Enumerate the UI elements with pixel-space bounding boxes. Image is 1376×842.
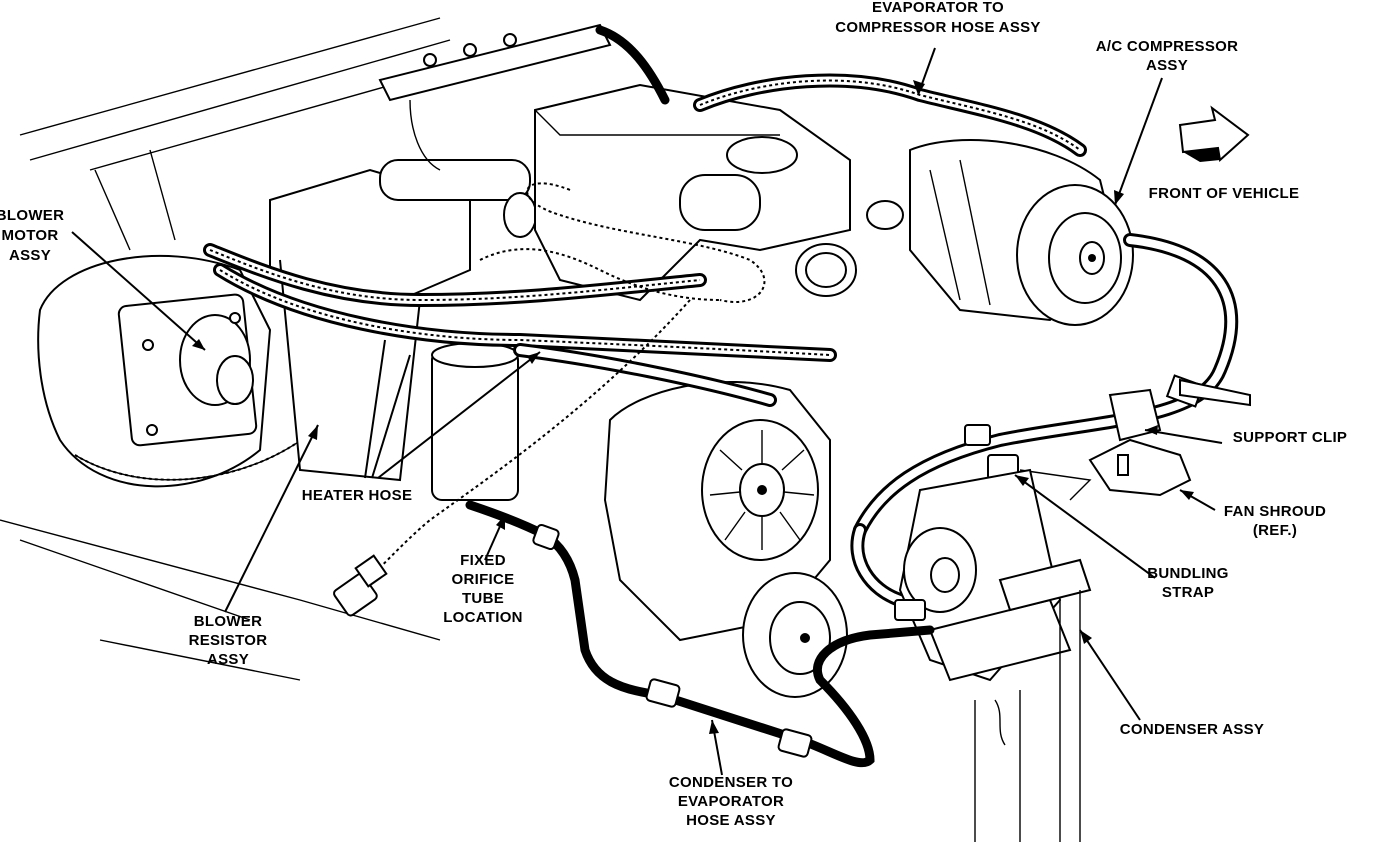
condenser-assy: [898, 468, 1092, 842]
label-blower-resistor-line1: BLOWER: [194, 613, 262, 630]
label-bundling-strap-line2: STRAP: [1162, 584, 1214, 601]
wire-harness: [333, 299, 691, 617]
label-fixed-orifice-line3: TUBE: [462, 590, 504, 607]
lower-pulley: [742, 572, 848, 698]
label-blower-motor-line3: ASSY: [9, 247, 51, 264]
label-fixed-orifice-line1: FIXED: [460, 552, 506, 569]
label-front-of-vehicle: FRONT OF VEHICLE: [1149, 185, 1300, 202]
front-arrow-icon: [1178, 105, 1250, 162]
label-condenser: CONDENSER ASSY: [1120, 721, 1265, 738]
evap-to-comp-hose: [595, 25, 1087, 157]
label-blower-resistor-line3: ASSY: [207, 651, 249, 668]
label-blower-resistor-line2: RESISTOR: [189, 632, 268, 649]
label-evap-to-comp-line1: EVAPORATOR TO: [872, 0, 1004, 16]
cowl-panel: [0, 17, 481, 681]
accumulator: [431, 342, 519, 501]
label-blower-motor-line1: BLOWER: [0, 207, 64, 224]
label-cond-to-evap-line2: EVAPORATOR: [678, 793, 784, 810]
alternator-fan-blades: [709, 430, 815, 550]
label-fixed-orifice-line2: ORIFICE: [452, 571, 515, 588]
engine-block: [534, 83, 904, 302]
engine-loop-hoses: [479, 182, 766, 303]
label-ac-compressor-line2: ASSY: [1146, 57, 1188, 74]
label-bundling-strap-line1: BUNDLING: [1147, 565, 1229, 582]
label-fan-shroud-line2: (REF.): [1253, 522, 1297, 539]
label-fixed-orifice-line4: LOCATION: [443, 609, 523, 626]
label-heater-hose: HEATER HOSE: [302, 487, 413, 504]
cond-to-evap-hose: [465, 500, 935, 768]
blower-motor-assy: [37, 254, 272, 488]
label-cond-to-evap-line1: CONDENSER TO: [669, 774, 793, 791]
label-fan-shroud-line1: FAN SHROUD: [1224, 503, 1326, 520]
fan-shroud: [1019, 388, 1192, 501]
leader-lines: [71, 47, 1223, 776]
label-evap-to-comp-line2: COMPRESSOR HOSE ASSY: [835, 19, 1040, 36]
label-cond-to-evap-line3: HOSE ASSY: [686, 812, 776, 829]
alternator: [603, 380, 831, 642]
fuel-rail: [378, 23, 612, 171]
label-support-clip: SUPPORT CLIP: [1233, 429, 1347, 446]
label-blower-motor-line2: MOTOR: [1, 227, 58, 244]
heater-hoses: [203, 243, 837, 407]
label-ac-compressor-line1: A/C COMPRESSOR: [1096, 38, 1239, 55]
ac-compressor: [909, 139, 1134, 326]
